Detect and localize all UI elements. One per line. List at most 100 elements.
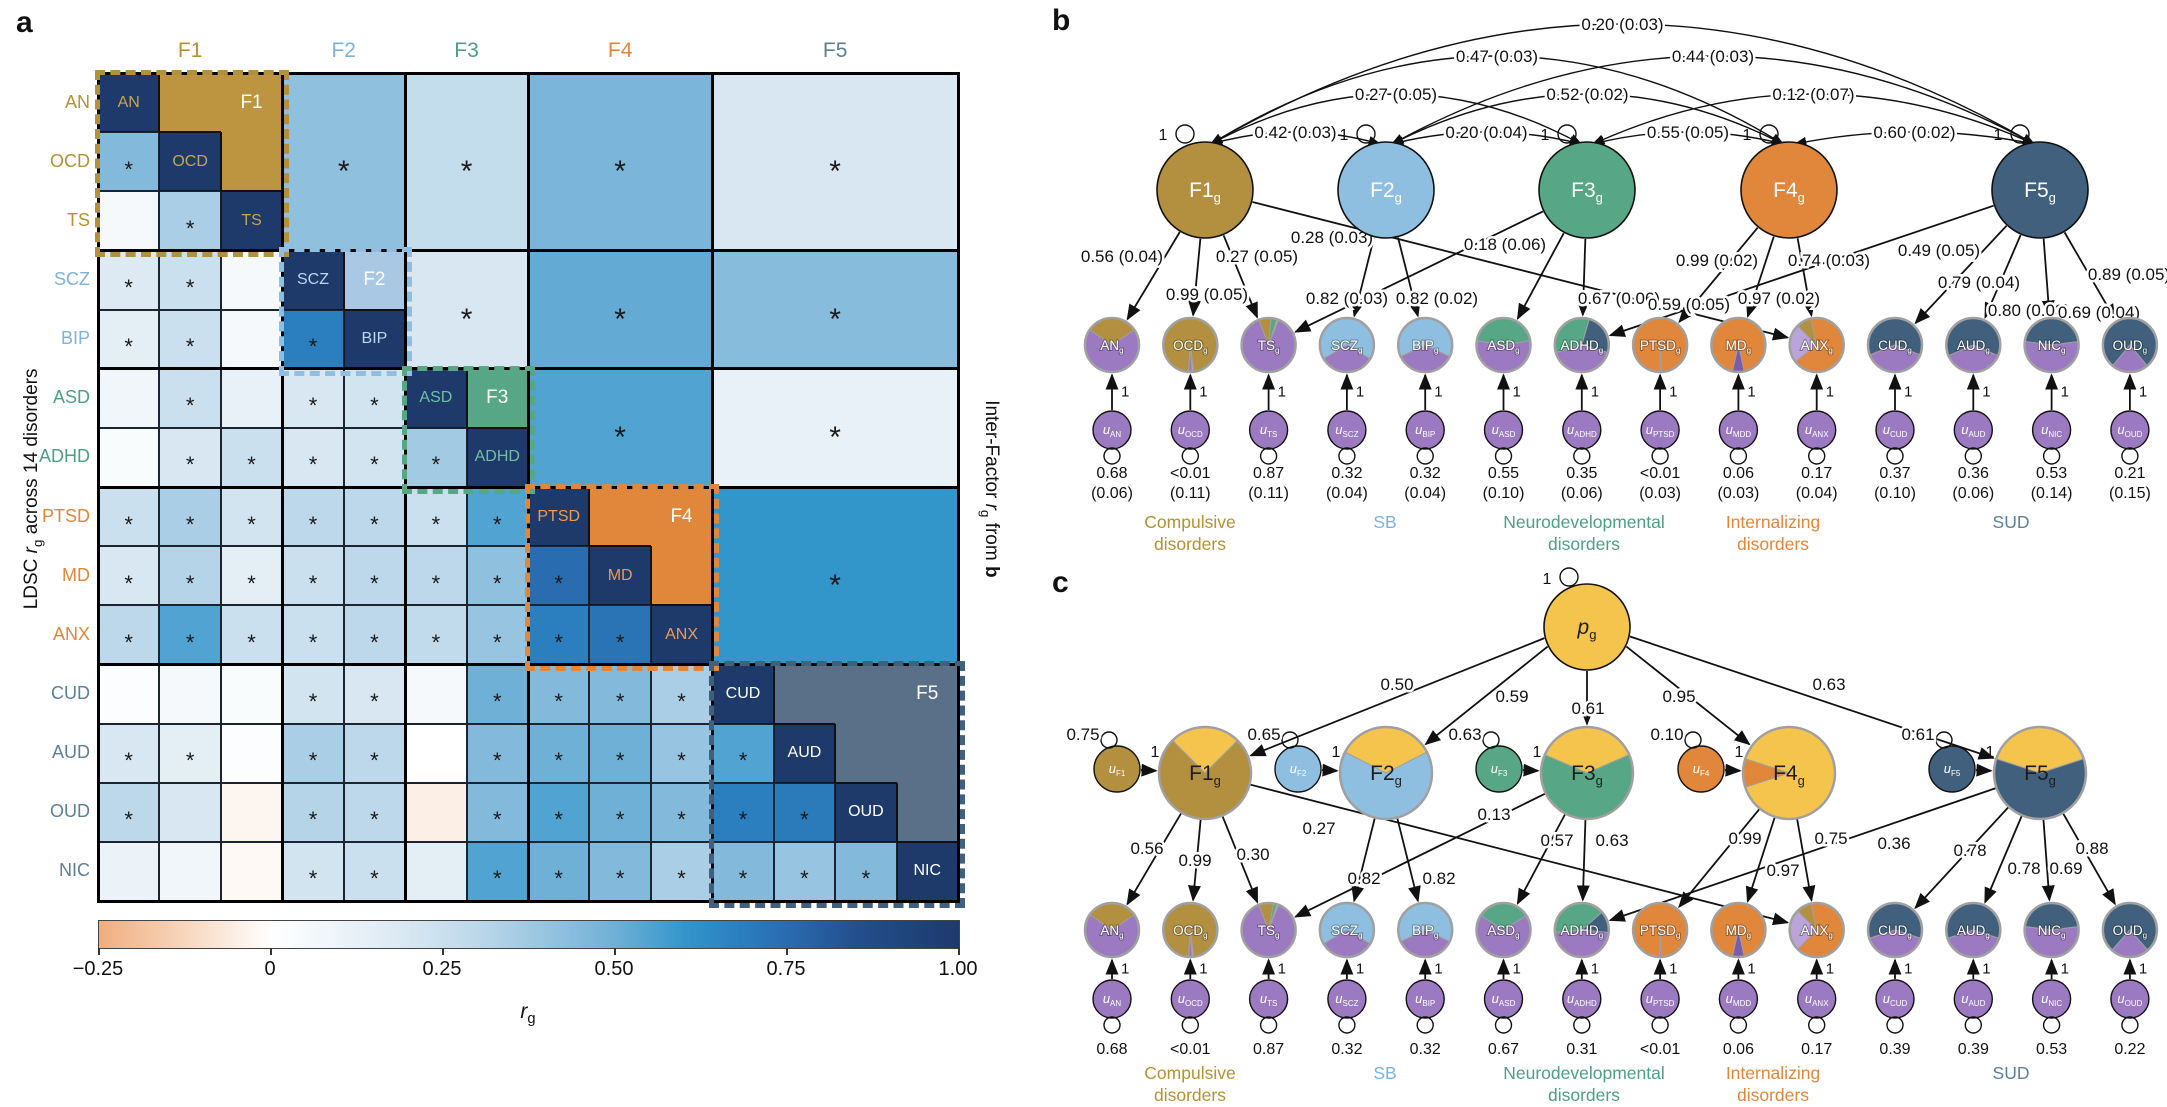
residual-node-label: uOUD bbox=[2117, 422, 2142, 439]
significance-asterisk: * bbox=[337, 154, 350, 188]
row-label: ASD bbox=[52, 387, 90, 408]
path-arrow bbox=[2041, 238, 2055, 317]
significance-asterisk: * bbox=[829, 154, 841, 188]
factor-region bbox=[466, 368, 528, 428]
residual-value: 0.06 bbox=[1723, 1041, 1754, 1058]
pie-outline bbox=[2023, 901, 2080, 959]
unit-loading: 1 bbox=[1747, 384, 1755, 401]
disorder-label: TSg bbox=[1258, 923, 1280, 940]
residual-node-label: uADHD bbox=[1567, 422, 1597, 439]
residual-value: 0.39 bbox=[1879, 1041, 1910, 1058]
left-axis-sym: r bbox=[21, 546, 43, 554]
right-axis-sub: g bbox=[978, 510, 994, 518]
region-step-line bbox=[466, 426, 528, 429]
pie-outline bbox=[1240, 316, 1297, 374]
disorder-pie bbox=[1631, 316, 1689, 374]
diagonal-cell: AN bbox=[98, 73, 160, 133]
significance-asterisk: * bbox=[308, 334, 318, 360]
heatmap-cell bbox=[282, 664, 344, 724]
residual-value: 0.37 bbox=[1879, 465, 1910, 482]
residual-se: (0.11) bbox=[1170, 485, 1211, 502]
loading-value: 0.78 bbox=[2007, 859, 2040, 878]
pie-outline bbox=[2101, 316, 2159, 374]
self-loop bbox=[1559, 567, 1579, 587]
group-label: Internalizing bbox=[1726, 1063, 1820, 1083]
significance-asterisk: * bbox=[185, 393, 195, 419]
disorder-label: NICg bbox=[2038, 923, 2066, 940]
residual-node-label: uOCD bbox=[1178, 422, 1203, 439]
self-loop bbox=[1886, 1016, 1904, 1034]
group-label: Compulsive bbox=[1144, 512, 1235, 532]
significance-asterisk: * bbox=[614, 420, 626, 454]
self-loop bbox=[1416, 447, 1434, 465]
residual-value: 0.68 bbox=[1096, 1041, 1127, 1058]
significance-asterisk: * bbox=[800, 866, 809, 892]
unit-loading: 1 bbox=[1199, 961, 1207, 978]
pie-outline bbox=[1788, 901, 1845, 959]
heatmap-cell bbox=[405, 841, 467, 901]
residual-node bbox=[1875, 410, 1915, 450]
path-arrow bbox=[1126, 812, 1182, 906]
significance-asterisk: * bbox=[185, 334, 195, 360]
factor-node-label: F5g bbox=[2024, 762, 2056, 788]
disorder-pie bbox=[1788, 901, 1845, 959]
unit-loading: 1 bbox=[1278, 961, 1286, 978]
colorbar-tick-mark bbox=[786, 948, 788, 955]
self-loop bbox=[1416, 1016, 1434, 1034]
factor-residual-label: uF5 bbox=[1944, 761, 1961, 778]
region-step-line bbox=[220, 190, 283, 193]
region-step-line bbox=[896, 840, 958, 843]
region-step-line bbox=[588, 487, 591, 547]
diagonal-cell: ANX bbox=[650, 605, 713, 665]
residual-node-label: uCUD bbox=[1883, 422, 1908, 439]
diagonal-cell: BIP bbox=[343, 309, 406, 369]
heatmap-cell bbox=[466, 605, 528, 665]
correlation-arc bbox=[1209, 23, 2036, 145]
loading-value: 0.78 bbox=[1953, 841, 1986, 860]
path-arrow bbox=[1188, 819, 1202, 902]
factor-region bbox=[773, 664, 958, 724]
pie-outline bbox=[1083, 901, 1141, 959]
path-arrow bbox=[1188, 238, 1202, 317]
heatmap-cell bbox=[159, 782, 221, 842]
diagonal-cell: NIC bbox=[896, 841, 958, 901]
heatmap-cell bbox=[650, 841, 713, 901]
significance-asterisk: * bbox=[460, 154, 473, 188]
heatmap-cell bbox=[98, 132, 160, 192]
self-loop bbox=[1651, 1016, 1669, 1034]
p-loading-value: 0.50 bbox=[1380, 675, 1413, 694]
residual-se: (0.06) bbox=[1952, 485, 1994, 502]
residual-node-label: uPTSD bbox=[1646, 422, 1675, 439]
disorder-pie bbox=[1866, 316, 1924, 374]
residual-node bbox=[1797, 410, 1837, 450]
significance-asterisk: * bbox=[829, 420, 841, 454]
pie-outline bbox=[1396, 901, 1454, 959]
disorder-pie bbox=[2023, 901, 2080, 959]
loading-value: 0.69 bbox=[2049, 859, 2082, 878]
residual-node bbox=[1718, 979, 1759, 1019]
significance-asterisk: * bbox=[829, 302, 841, 336]
unit-loading: 1 bbox=[1434, 384, 1442, 401]
correlation-value: 0.12 (0.07) bbox=[1772, 85, 1854, 104]
heatmap-cell bbox=[466, 723, 528, 783]
heatmap-cell bbox=[159, 723, 221, 783]
path-arrow bbox=[1321, 763, 1339, 777]
self-loop bbox=[1494, 447, 1513, 465]
region-step-line bbox=[342, 250, 345, 310]
residual-node-label: uTS bbox=[1260, 991, 1277, 1008]
significance-asterisk: * bbox=[677, 748, 686, 774]
loading-value: 0.74 (0.03) bbox=[1788, 251, 1870, 270]
residual-node-label: uASD bbox=[1492, 991, 1516, 1008]
loading-value: 0.82 (0.02) bbox=[1396, 289, 1478, 308]
row-label: PTSD bbox=[41, 505, 90, 526]
column-factor-header: F1 bbox=[177, 39, 203, 62]
path-arrow bbox=[2041, 819, 2055, 902]
significance-asterisk: * bbox=[185, 629, 195, 655]
region-step-line bbox=[158, 73, 161, 133]
self-loop bbox=[1181, 1016, 1200, 1034]
significance-asterisk: * bbox=[554, 629, 563, 655]
significance-asterisk: * bbox=[124, 570, 133, 596]
residual-value: 0.39 bbox=[1958, 1041, 1989, 1058]
heatmap-cell bbox=[220, 723, 283, 783]
